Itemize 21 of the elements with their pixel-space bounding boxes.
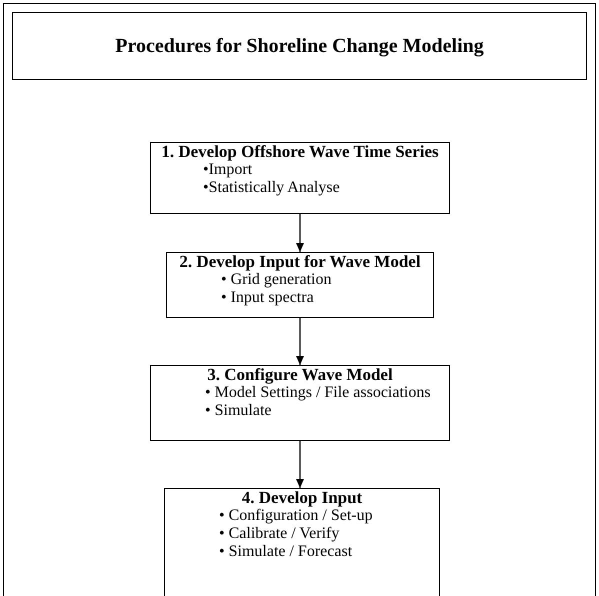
- bullet-item: • Calibrate / Verify: [218, 525, 340, 543]
- step-heading: 3. Configure Wave Model: [206, 366, 394, 384]
- arrow: [296, 441, 304, 488]
- bullet-item: •Import: [202, 161, 254, 179]
- process-box: [150, 142, 450, 214]
- step-heading: 4. Develop Input: [240, 489, 364, 507]
- bullet-item: • Input spectra: [220, 289, 315, 307]
- process-box: [164, 488, 440, 596]
- step-heading: 2. Develop Input for Wave Model: [178, 253, 422, 271]
- step-heading: 1. Develop Offshore Wave Time Series: [160, 143, 440, 161]
- bullet-item: • Model Settings / File associations: [204, 384, 432, 402]
- bullet-item: • Simulate: [204, 402, 272, 420]
- process-box: [150, 365, 450, 441]
- bullet-item: • Simulate / Forecast: [218, 543, 354, 561]
- title: Procedures for Shoreline Change Modeling: [115, 34, 484, 59]
- arrow: [296, 318, 304, 365]
- arrow: [296, 214, 304, 252]
- bullet-item: • Grid generation: [220, 271, 332, 289]
- process-box: [166, 252, 434, 318]
- bullet-item: •Statistically Analyse: [202, 179, 341, 197]
- bullet-item: • Configuration / Set-up: [218, 507, 374, 525]
